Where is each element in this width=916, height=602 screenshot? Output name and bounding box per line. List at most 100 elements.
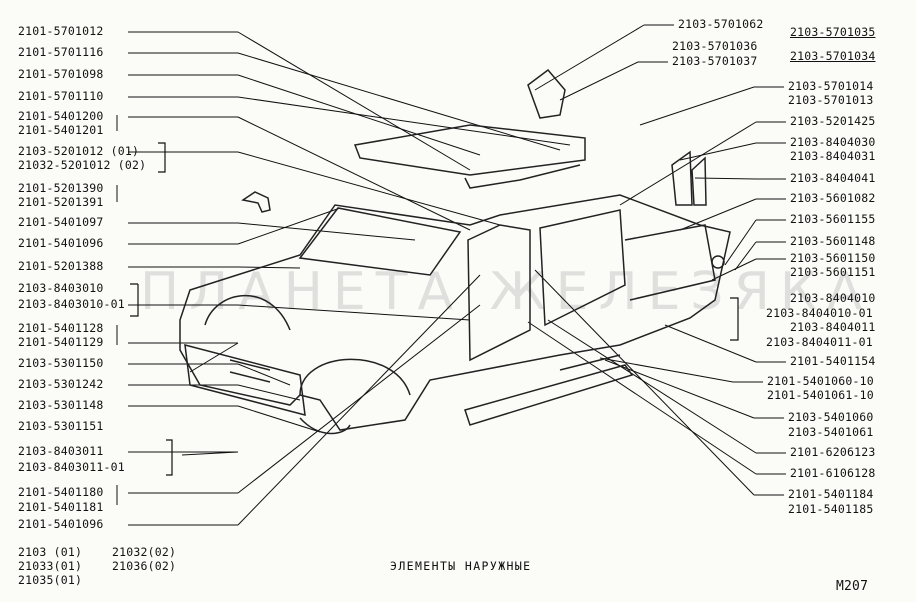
part-label-right-7: 2103-5201425 bbox=[790, 114, 876, 128]
model-21033: 21033(01) bbox=[18, 559, 83, 573]
part-label-left-21: 2103-8403011 bbox=[18, 444, 104, 458]
part-label-right-8: 2103-8404030 bbox=[790, 135, 876, 149]
model-21032: 21032(02) bbox=[112, 545, 177, 559]
part-label-right-4: 2103-5701034 bbox=[790, 49, 876, 63]
part-label-right-15: 2103-5601151 bbox=[790, 265, 876, 279]
part-label-left-22: 2103-8403011-01 bbox=[18, 460, 125, 474]
part-label-right-17: 2103-8404010-01 bbox=[766, 306, 873, 320]
part-label-left-4: 2101-5401200 bbox=[18, 109, 104, 123]
leader-right-5 bbox=[639, 86, 755, 126]
model-21036: 21036(02) bbox=[112, 559, 177, 573]
leader-left-17 bbox=[237, 363, 291, 386]
part-label-left-17: 2103-5301150 bbox=[18, 356, 104, 370]
part-label-left-24: 2101-5401181 bbox=[18, 500, 104, 514]
rear-pillar-trim bbox=[671, 150, 693, 206]
part-label-left-8: 2101-5201390 bbox=[18, 181, 104, 195]
front-panel bbox=[184, 343, 306, 417]
leader-left-16 bbox=[189, 342, 239, 373]
rear-door-opening bbox=[539, 209, 626, 327]
bracket bbox=[241, 191, 271, 213]
leader-right-13 bbox=[734, 241, 757, 271]
part-label-right-24: 2103-5401061 bbox=[788, 425, 874, 439]
rear-sill-extension bbox=[559, 354, 621, 371]
part-label-right-1: 2103-5701036 bbox=[672, 39, 758, 53]
part-label-right-21: 2101-5401060-10 bbox=[767, 374, 874, 388]
part-label-right-23: 2103-5401060 bbox=[788, 410, 874, 424]
leader-left-3 bbox=[237, 96, 571, 146]
part-label-left-15: 2101-5401128 bbox=[18, 321, 104, 335]
model-21035: 21035(01) bbox=[18, 573, 83, 587]
part-label-right-14: 2103-5601150 bbox=[790, 251, 876, 265]
part-label-right-13: 2103-5601148 bbox=[790, 234, 876, 248]
leader-left-2 bbox=[237, 74, 481, 156]
part-label-left-0: 2101-5701012 bbox=[18, 24, 104, 38]
figure-id: M207 bbox=[836, 579, 869, 594]
part-label-right-18: 2103-8404011 bbox=[790, 320, 876, 334]
part-label-left-18: 2103-5301242 bbox=[18, 377, 104, 391]
leader-left-6 bbox=[237, 151, 501, 226]
part-label-right-3: 2103-5701035 bbox=[790, 25, 876, 39]
part-label-left-10: 2101-5401097 bbox=[18, 215, 104, 229]
front-wheel-arch bbox=[299, 358, 411, 396]
leader-left-14 bbox=[237, 304, 471, 321]
leader-right-14 bbox=[711, 258, 757, 281]
leader-right-10 bbox=[694, 177, 757, 180]
part-label-right-2: 2103-5701037 bbox=[672, 54, 758, 68]
part-label-left-5: 2101-5401201 bbox=[18, 123, 104, 137]
part-label-right-19: 2103-8404011-01 bbox=[766, 335, 873, 349]
leader-right-23 bbox=[604, 359, 755, 419]
rear-pillar-trim-2 bbox=[691, 156, 707, 206]
part-label-right-16: 2103-8404010 bbox=[790, 291, 876, 305]
watermark: ПЛАНЕТА ЖЕЛЕЗЯКА bbox=[140, 262, 873, 322]
sill bbox=[464, 364, 634, 426]
leader-right-12 bbox=[724, 219, 757, 266]
leader-right-11 bbox=[679, 198, 757, 231]
leader-left-23 bbox=[237, 304, 481, 494]
leader-right-21 bbox=[599, 357, 734, 383]
car-body-sketch bbox=[179, 68, 731, 435]
leader-right-0 bbox=[534, 24, 645, 91]
front-door-opening bbox=[467, 224, 531, 362]
figure-caption: ЭЛЕМЕНТЫ НАРУЖНЫЕ bbox=[390, 559, 532, 573]
windshield bbox=[298, 207, 462, 276]
part-label-right-28: 2101-5401185 bbox=[788, 502, 874, 516]
body-outline bbox=[179, 194, 731, 431]
part-label-right-22: 2101-5401061-10 bbox=[767, 388, 874, 402]
part-label-left-11: 2101-5401096 bbox=[18, 236, 104, 250]
leader-left-11 bbox=[237, 207, 341, 245]
part-label-right-11: 2103-5601082 bbox=[790, 191, 876, 205]
part-label-right-9: 2103-8404031 bbox=[790, 149, 876, 163]
leader-right-2 bbox=[559, 61, 639, 101]
part-label-left-2: 2101-5701098 bbox=[18, 67, 104, 81]
part-label-right-26: 2101-6106128 bbox=[790, 466, 876, 480]
part-label-left-20: 2103-5301151 bbox=[18, 419, 104, 433]
leader-left-4 bbox=[237, 116, 471, 231]
part-label-left-16: 2101-5401129 bbox=[18, 335, 104, 349]
roof-panel bbox=[353, 124, 586, 176]
part-label-right-6: 2103-5701013 bbox=[788, 93, 874, 107]
part-label-left-9: 2101-5201391 bbox=[18, 195, 104, 209]
leader-right-20 bbox=[664, 324, 757, 363]
leader-left-25 bbox=[237, 274, 481, 526]
part-label-left-12: 2101-5201388 bbox=[18, 259, 104, 273]
leader-right-8 bbox=[679, 142, 757, 161]
part-label-left-23: 2101-5401180 bbox=[18, 485, 104, 499]
rear-quarter bbox=[624, 224, 716, 301]
part-label-right-0: 2103-5701062 bbox=[678, 17, 764, 31]
part-label-left-1: 2101-5701116 bbox=[18, 45, 104, 59]
part-label-left-19: 2103-5301148 bbox=[18, 398, 104, 412]
part-label-left-7: 21032-5201012 (02) bbox=[18, 158, 147, 172]
part-label-right-25: 2101-6206123 bbox=[790, 445, 876, 459]
part-label-right-27: 2101-5401184 bbox=[788, 487, 874, 501]
leader-left-1 bbox=[237, 52, 561, 151]
inner-wheel-house bbox=[204, 294, 291, 331]
part-label-right-5: 2103-5701014 bbox=[788, 79, 874, 93]
part-label-left-3: 2101-5701110 bbox=[18, 89, 104, 103]
leader-left-0 bbox=[237, 31, 471, 171]
part-label-left-25: 2101-5401096 bbox=[18, 517, 104, 531]
front-skirt bbox=[299, 417, 351, 435]
leader-right-7 bbox=[619, 121, 757, 206]
leader-right-27 bbox=[534, 269, 755, 496]
